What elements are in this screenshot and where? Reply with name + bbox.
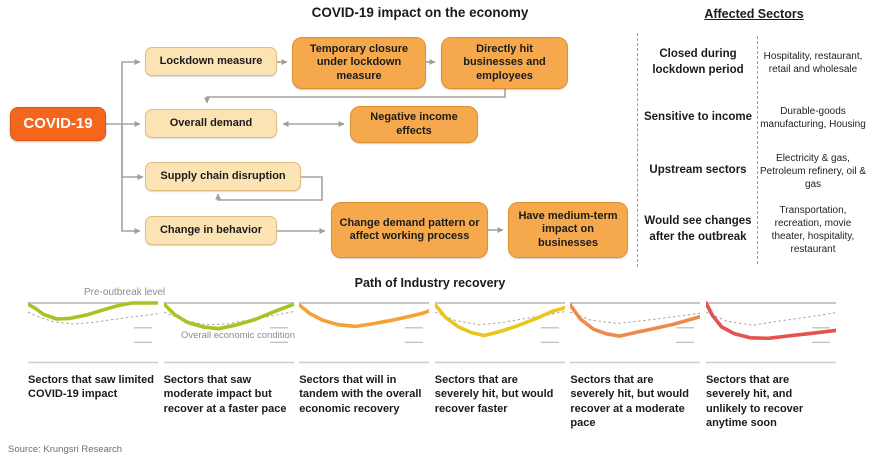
chart-caption: Sectors that saw moderate impact but rec… xyxy=(163,374,287,415)
flow-box-change-behavior: Change in behavior xyxy=(145,216,277,245)
source-credit: Source: Krungsri Research xyxy=(8,444,123,455)
sector-condition: Would see changes after the outbreak xyxy=(644,215,752,243)
recovery-chart-1: Sectors that saw limited COVID-19 impact xyxy=(28,300,158,430)
chart-caption: Sectors that are severely hit, but would… xyxy=(570,374,689,429)
flow-box-overall-demand: Overall demand xyxy=(145,109,277,138)
sector-list: Electricity & gas, Petroleum refinery, o… xyxy=(760,152,866,190)
recovery-title: Path of Industry recovery xyxy=(354,276,506,290)
overall-economy-label: Overall economic condition xyxy=(181,330,296,341)
sector-list: Transportation, recreation, movie theate… xyxy=(771,205,855,255)
sector-condition: Upstream sectors xyxy=(649,164,747,177)
chart-caption: Sectors that are severely hit, but would… xyxy=(434,374,554,415)
flow-box-negative-income: Negative income effects xyxy=(350,106,478,143)
flow-box-temporary-closure: Temporary closure under lockdown measure xyxy=(292,37,426,89)
sector-row: Upstream sectors Electricity & gas, Petr… xyxy=(639,146,869,196)
chart-caption: Sectors that saw limited COVID-19 impact xyxy=(28,374,154,401)
sector-row: Closed during lockdown period Hospitalit… xyxy=(639,30,869,96)
pre-outbreak-label: Pre-outbreak level xyxy=(84,287,166,298)
flow-arrows xyxy=(106,59,506,234)
chart-caption: Sectors that will in tandem with the ove… xyxy=(299,374,422,415)
recovery-chart-svg xyxy=(163,302,294,364)
recovery-chart-svg xyxy=(434,302,565,364)
recovery-chart-svg xyxy=(705,301,836,364)
panel-divider-middle xyxy=(757,36,758,264)
flow-box-directly-hit: Directly hit businesses and employees xyxy=(441,37,568,89)
sector-condition: Closed during lockdown period xyxy=(652,48,744,76)
recovery-chart-4: Sectors that are severely hit, but would… xyxy=(434,300,565,430)
sector-row: Would see changes after the outbreak Tra… xyxy=(639,200,869,260)
recovery-chart-svg xyxy=(28,301,158,364)
sector-list: Hospitality, restaurant, retail and whol… xyxy=(763,51,863,75)
sector-list: Durable-goods manufacturing, Housing xyxy=(760,106,866,130)
affected-sectors-title: Affected Sectors xyxy=(704,7,804,21)
recovery-chart-2: Sectors that saw moderate impact but rec… xyxy=(163,300,294,430)
recovery-chart-svg xyxy=(299,302,430,364)
sector-condition: Sensitive to income xyxy=(643,111,752,124)
recovery-chart-6: Sectors that are severely hit, and unlik… xyxy=(705,300,836,430)
sector-row: Sensitive to income Durable-goods manufa… xyxy=(639,96,869,140)
flow-box-medium-term: Have medium-term impact on businesses xyxy=(508,202,628,258)
panel-divider-left xyxy=(637,33,638,267)
covid19-source-box: COVID-19 xyxy=(10,107,106,141)
page-title: COVID-19 impact on the economy xyxy=(311,5,529,20)
chart-caption: Sectors that are severely hit, and unlik… xyxy=(705,374,804,429)
recovery-chart-svg xyxy=(570,302,701,364)
flow-box-lockdown-measure: Lockdown measure xyxy=(145,47,277,76)
flow-box-supply-chain: Supply chain disruption xyxy=(145,162,301,191)
recovery-charts-row: Sectors that saw limited COVID-19 impact… xyxy=(28,300,836,430)
recovery-chart-5: Sectors that are severely hit, but would… xyxy=(570,300,701,430)
flow-box-change-demand: Change demand pattern or affect working … xyxy=(331,202,488,258)
recovery-chart-3: Sectors that will in tandem with the ove… xyxy=(299,300,430,430)
